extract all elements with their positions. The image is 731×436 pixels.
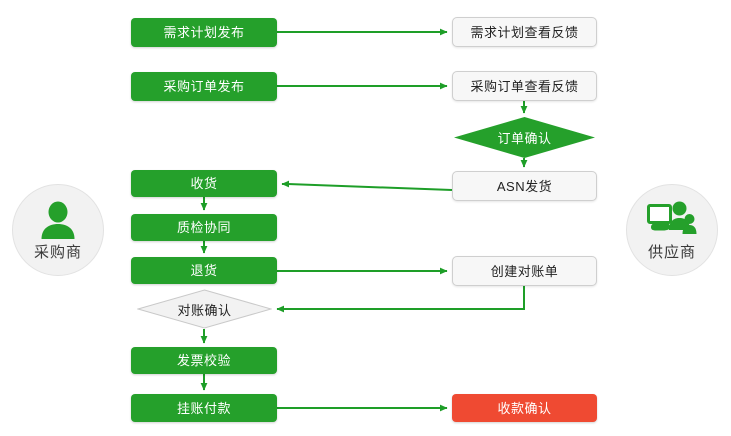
node-receipt-confirm[interactable]: 收款确认 bbox=[452, 394, 597, 422]
order-confirm-shape bbox=[454, 117, 595, 158]
role-buyer[interactable]: 采购商 bbox=[12, 184, 104, 276]
node-order-confirm[interactable]: 订单确认 bbox=[454, 117, 595, 158]
node-order-confirm-label: 订单确认 bbox=[497, 131, 552, 146]
node-quality-collab[interactable]: 质检协同 bbox=[131, 214, 277, 241]
node-invoice-verify[interactable]: 发票校验 bbox=[131, 347, 277, 374]
node-statement-confirm-label: 对账确认 bbox=[177, 302, 232, 318]
edge-create-statement-to-statement-confirm bbox=[276, 285, 525, 313]
edge-asn-to-goods-receipt bbox=[281, 180, 453, 191]
node-demand-plan-feedback[interactable]: 需求计划查看反馈 bbox=[452, 17, 597, 47]
node-payable-payment[interactable]: 挂账付款 bbox=[131, 394, 277, 422]
node-goods-receipt[interactable]: 收货 bbox=[131, 170, 277, 197]
node-asn-shipment[interactable]: ASN发货 bbox=[452, 171, 597, 201]
node-return-goods[interactable]: 退货 bbox=[131, 257, 277, 284]
statement-confirm-shape bbox=[136, 289, 273, 329]
node-create-statement[interactable]: 创建对账单 bbox=[452, 256, 597, 286]
role-buyer-label: 采购商 bbox=[33, 244, 82, 261]
node-statement-confirm[interactable]: 对账确认 bbox=[136, 289, 273, 329]
role-supplier[interactable]: 供应商 bbox=[626, 184, 718, 276]
role-supplier-label: 供应商 bbox=[647, 244, 696, 261]
computer-people-icon bbox=[627, 198, 717, 242]
node-po-feedback[interactable]: 采购订单查看反馈 bbox=[452, 71, 597, 101]
node-demand-plan-publish[interactable]: 需求计划发布 bbox=[131, 18, 277, 47]
node-po-publish[interactable]: 采购订单发布 bbox=[131, 72, 277, 101]
person-icon bbox=[13, 198, 103, 242]
